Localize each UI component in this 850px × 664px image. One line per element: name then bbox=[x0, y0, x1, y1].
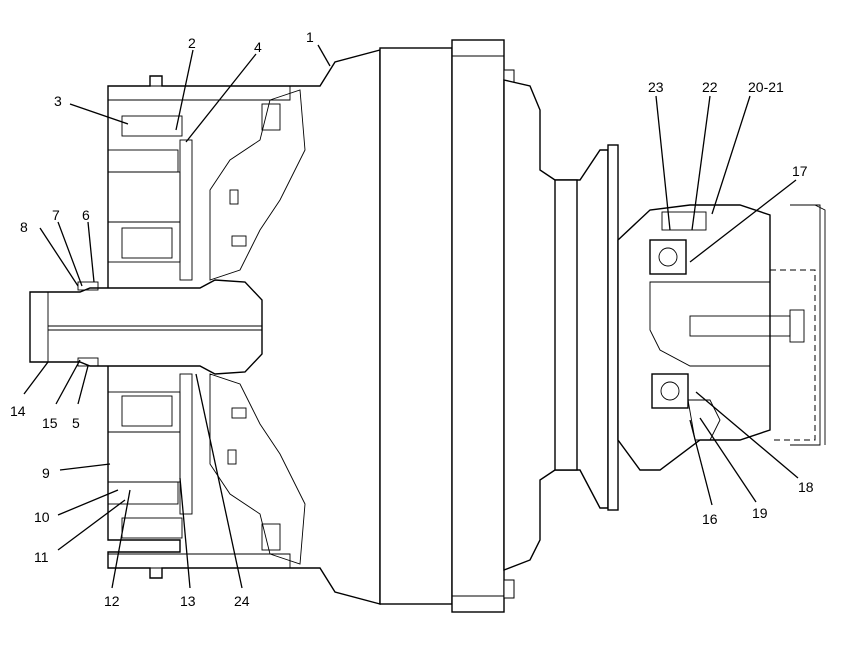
callout-11: 11 bbox=[34, 549, 49, 565]
callout-2: 2 bbox=[188, 35, 196, 51]
callout-14: 14 bbox=[10, 403, 26, 419]
callout-5: 5 bbox=[72, 415, 80, 431]
callout-7: 7 bbox=[52, 207, 60, 223]
callout-19: 19 bbox=[752, 505, 768, 521]
right-hub bbox=[503, 79, 826, 572]
callout-10: 10 bbox=[34, 509, 50, 525]
bolt-head bbox=[503, 579, 515, 599]
callout-6: 6 bbox=[82, 207, 90, 223]
callout-23: 23 bbox=[648, 79, 664, 95]
output-shaft bbox=[29, 279, 263, 375]
center-drum bbox=[379, 39, 505, 613]
callout-12: 12 bbox=[104, 593, 120, 609]
callout-16: 16 bbox=[702, 511, 718, 527]
callout-20-21: 20-21 bbox=[748, 79, 784, 95]
callout-17: 17 bbox=[792, 163, 808, 179]
callout-labels: 1 2 3 4 5 6 7 8 9 10 11 12 13 14 15 16 1… bbox=[10, 29, 814, 609]
callout-1: 1 bbox=[306, 29, 314, 45]
callout-24: 24 bbox=[234, 593, 250, 609]
callout-9: 9 bbox=[42, 465, 50, 481]
leader-lines bbox=[23, 44, 799, 589]
callout-18: 18 bbox=[798, 479, 814, 495]
callout-3: 3 bbox=[54, 93, 62, 109]
callout-13: 13 bbox=[180, 593, 196, 609]
callout-15: 15 bbox=[42, 415, 58, 431]
callout-4: 4 bbox=[254, 39, 262, 55]
callout-8: 8 bbox=[20, 219, 28, 235]
callout-22: 22 bbox=[702, 79, 718, 95]
